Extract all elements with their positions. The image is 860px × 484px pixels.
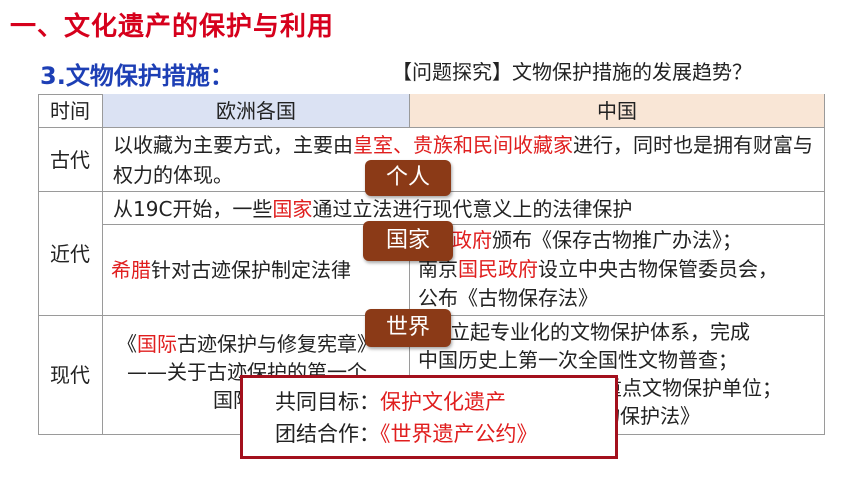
eu-l1-c: 古迹保护与修复宪章》 <box>177 332 377 356</box>
modern-shared-line: 从19C开始，一些国家通过立法进行现代意义上的法律保护 <box>103 192 825 225</box>
china-l2-highlight: 国民政府 <box>458 257 538 281</box>
modern-china-line-1: 政府颁布《保存古物推广办法》； <box>418 226 824 255</box>
modern-europe-cell: 希腊针对古迹保护制定法律 <box>103 225 410 316</box>
row-label-contemporary: 现代 <box>38 316 103 435</box>
eu-l1-a: 《 <box>117 332 137 356</box>
ancient-text-a: 以收藏为主要方式，主要由 <box>113 133 353 157</box>
header-china: 中国 <box>410 94 825 128</box>
summary-popup: 共同目标：保护文化遗产 团结合作：《世界遗产公约》 <box>240 375 618 459</box>
modern-shared-a: 从19C开始，一些 <box>113 197 273 221</box>
contemp-china-line-3: 重点文物保护单位； <box>602 376 782 400</box>
row-label-ancient: 古代 <box>38 128 103 192</box>
china-l2-a: 南京 <box>418 257 458 281</box>
contemp-china-line-1: 建立起专业化的文物保护体系，完成 <box>430 320 750 344</box>
cooperation-value: 《世界遗产公约》 <box>380 422 538 446</box>
goal-label: 共同目标： <box>275 390 380 414</box>
contemp-china-line-2: 中国历史上第一次全国性文物普查； <box>418 348 738 372</box>
modern-china-line-2: 南京国民政府设立中央古物保管委员会， <box>418 255 824 284</box>
tag-individual[interactable]: 个人 <box>365 160 451 196</box>
cooperation-label: 团结合作： <box>275 422 380 446</box>
page-title: 一、文化遗产的保护与利用 <box>10 12 335 42</box>
modern-shared-highlight: 国家 <box>272 197 313 221</box>
popup-line-cooperation: 团结合作：《世界遗产公约》 <box>275 418 615 450</box>
row-label-modern-early: 近代 <box>38 192 103 316</box>
ancient-description: 以收藏为主要方式，主要由皇室、贵族和民间收藏家进行，同时也是拥有财富与权力的体现… <box>103 128 825 192</box>
tag-world[interactable]: 世界 <box>365 309 451 347</box>
china-l1-highlight: 政府 <box>452 228 492 252</box>
eu-l1-highlight: 国际 <box>137 332 177 356</box>
modern-europe-highlight: 希腊 <box>111 258 151 282</box>
ancient-text-c: 进行，同时也是拥有财富与权力的体现。 <box>113 133 813 187</box>
china-l2-c: 设立中央古物保管委员会， <box>538 257 778 281</box>
ancient-text-highlight: 皇室、贵族和民间收藏家 <box>353 133 573 157</box>
section-subtitle: 3.文物保护措施： <box>40 62 234 90</box>
china-l1-text: 颁布《保存古物推广办法》； <box>492 228 742 252</box>
modern-china-cell: 政府颁布《保存古物推广办法》； 南京国民政府设立中央古物保管委员会， 公布《古物… <box>410 225 825 316</box>
header-time: 时间 <box>38 94 103 128</box>
tag-nation[interactable]: 国家 <box>363 221 453 261</box>
contemp-europe-line-1: 《国际古迹保护与修复宪章》 <box>117 330 409 358</box>
question-prompt: 【问题探究】文物保护措施的发展趋势？ <box>392 60 752 84</box>
header-europe: 欧洲各国 <box>103 94 410 128</box>
modern-china-line-3: 公布《古物保存法》 <box>418 286 598 310</box>
modern-europe-text: 针对古迹保护制定法律 <box>151 258 351 282</box>
goal-value: 保护文化遗产 <box>380 390 506 414</box>
modern-shared-c: 通过立法进行现代意义上的法律保护 <box>312 197 633 221</box>
popup-line-goal: 共同目标：保护文化遗产 <box>275 386 615 418</box>
